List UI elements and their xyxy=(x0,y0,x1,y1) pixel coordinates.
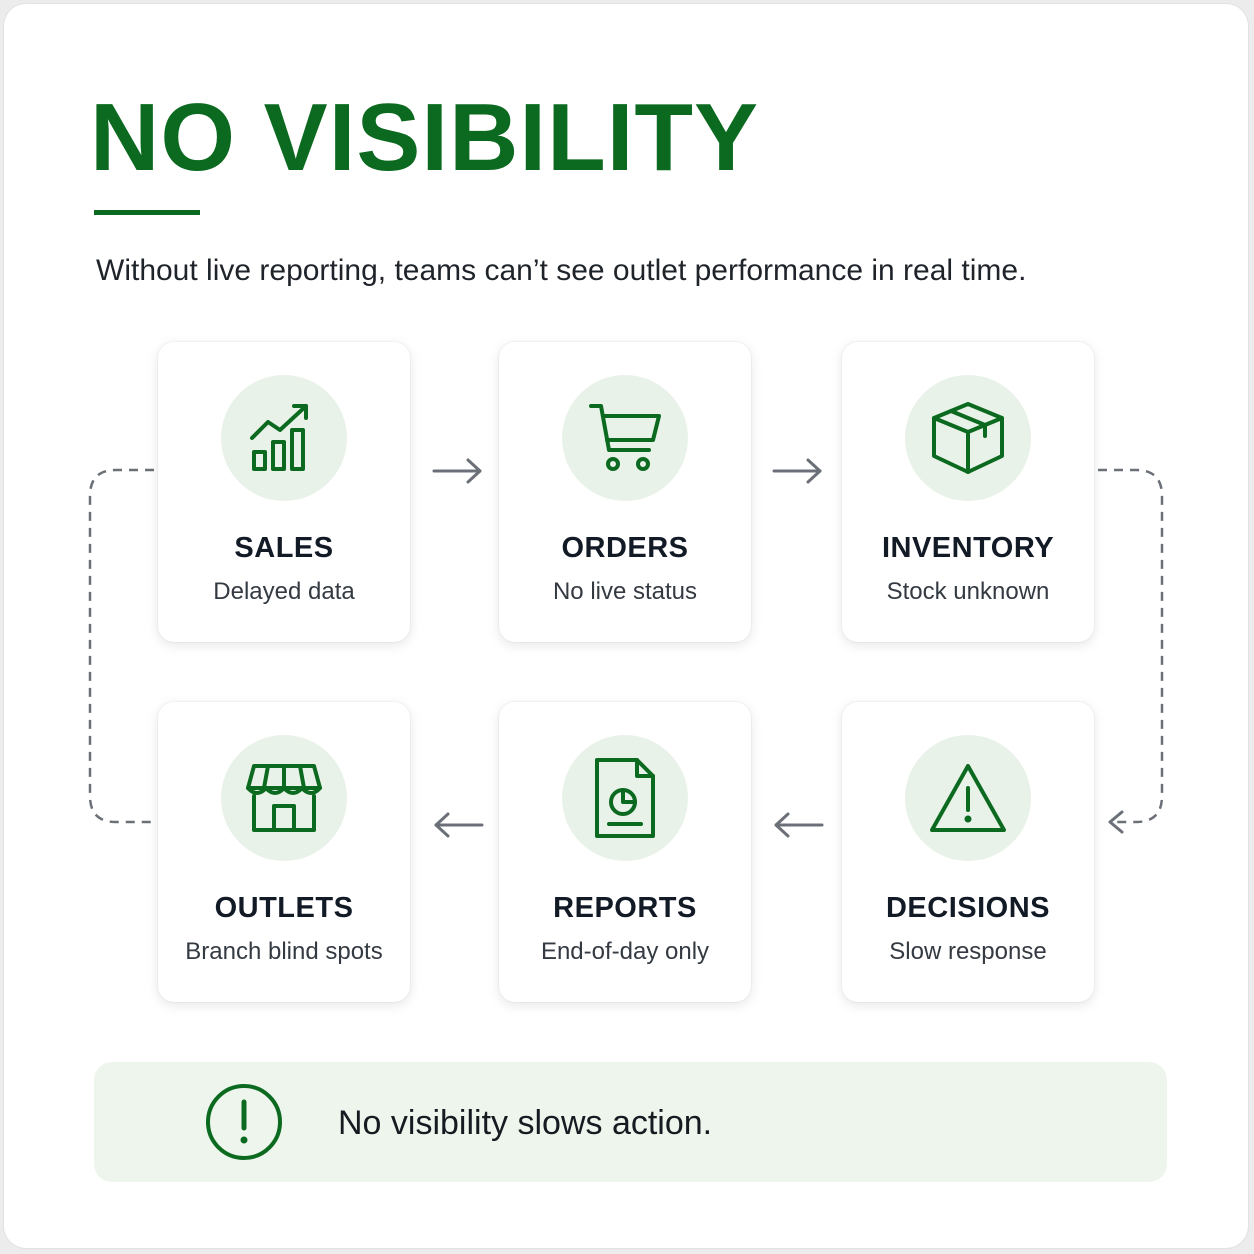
loop-connector-right xyxy=(1098,468,1164,834)
bar-chart-trend-icon xyxy=(250,404,308,471)
card-title: INVENTORY xyxy=(881,532,1055,564)
storefront-icon xyxy=(246,764,322,832)
arrow-left-icon xyxy=(434,812,484,838)
card-subtitle: No live status xyxy=(552,578,698,605)
card-title: REPORTS xyxy=(553,892,697,924)
summary-banner: No visibility slows action. xyxy=(94,1062,1167,1182)
shopping-cart-icon xyxy=(589,404,661,471)
title-underline xyxy=(94,210,200,215)
exclamation-circle-icon xyxy=(206,1084,282,1160)
icon-circle xyxy=(562,375,688,501)
card-orders: ORDERS No live status xyxy=(499,342,751,642)
arrow-right-icon xyxy=(772,458,822,484)
arrow-left-icon xyxy=(774,812,824,838)
icon-circle xyxy=(905,735,1031,861)
loop-connector-left xyxy=(88,468,154,824)
card-title: SALES xyxy=(234,532,334,564)
icon-circle xyxy=(221,375,347,501)
icon-circle xyxy=(221,735,347,861)
card-reports: REPORTS End-of-day only xyxy=(499,702,751,1002)
card-outlets: OUTLETS Branch blind spots xyxy=(158,702,410,1002)
box-icon xyxy=(932,402,1004,474)
icon-circle xyxy=(905,375,1031,501)
summary-text: No visibility slows action. xyxy=(338,1104,713,1142)
card-title: DECISIONS xyxy=(885,892,1051,924)
card-title: ORDERS xyxy=(561,532,689,564)
arrow-right-icon xyxy=(432,458,482,484)
page-title: NO VISIBILITY xyxy=(90,84,760,191)
page-subtitle: Without live reporting, teams can’t see … xyxy=(96,254,1027,287)
card-subtitle: Branch blind spots xyxy=(185,938,383,965)
card-subtitle: Slow response xyxy=(889,938,1047,965)
card-sales: SALES Delayed data xyxy=(158,342,410,642)
card-subtitle: End-of-day only xyxy=(540,938,710,965)
infographic-panel: NO VISIBILITY Without live reporting, te… xyxy=(4,4,1248,1248)
card-subtitle: Stock unknown xyxy=(886,578,1050,605)
card-inventory: INVENTORY Stock unknown xyxy=(842,342,1094,642)
icon-circle xyxy=(562,735,688,861)
card-subtitle: Delayed data xyxy=(213,578,355,605)
warning-triangle-icon xyxy=(930,764,1006,832)
card-title: OUTLETS xyxy=(214,892,354,924)
report-document-icon xyxy=(595,758,655,838)
card-decisions: DECISIONS Slow response xyxy=(842,702,1094,1002)
